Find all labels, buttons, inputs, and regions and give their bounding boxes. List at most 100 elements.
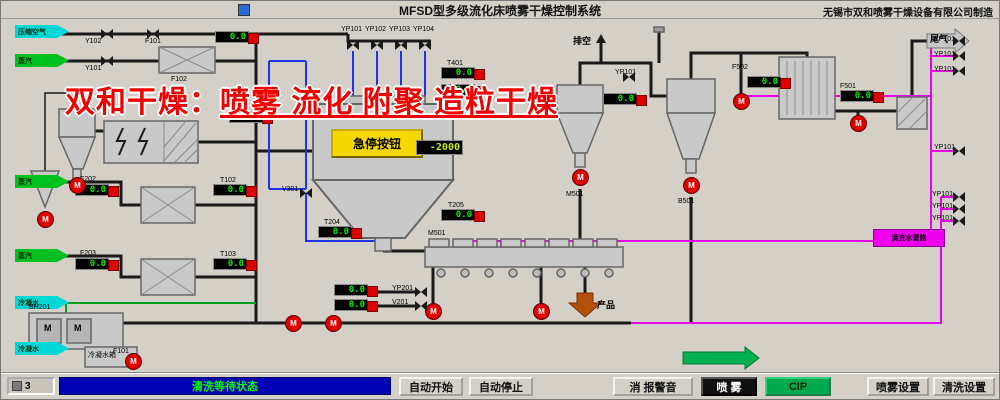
valve[interactable] xyxy=(623,72,635,82)
tag-label: YP101 xyxy=(932,215,954,222)
source-arrow: 蒸汽 xyxy=(15,249,69,262)
spray-settings-button[interactable]: 喷雾设置 xyxy=(867,377,929,396)
tag-label: F203 xyxy=(80,250,96,257)
pump-motor[interactable]: M xyxy=(533,303,550,320)
pump-motor[interactable]: M xyxy=(69,177,86,194)
alarm-badge xyxy=(367,286,378,297)
alarm-badge xyxy=(367,301,378,312)
alarm-badge xyxy=(636,95,647,106)
pump-motor[interactable]: M xyxy=(425,303,442,320)
alarm-badge xyxy=(108,186,119,197)
tag-label: YP102 xyxy=(365,26,387,33)
pump-motor[interactable]: M xyxy=(325,315,342,332)
pump-motor[interactable]: M xyxy=(850,115,867,132)
pump-motor[interactable]: M xyxy=(125,353,142,370)
page-indicator: 3 xyxy=(7,377,55,395)
page-title: MFSD型多级流化床喷雾干燥控制系统 xyxy=(399,4,601,18)
pump-motor[interactable]: M xyxy=(37,211,54,228)
valve[interactable] xyxy=(953,36,965,46)
value-display: 0.0 xyxy=(213,184,257,197)
cip-button[interactable]: CIP xyxy=(765,377,831,396)
valve[interactable] xyxy=(953,216,965,226)
valve[interactable] xyxy=(101,56,113,66)
value-display: 0.0 xyxy=(334,299,378,312)
tag-label: 产品 xyxy=(597,300,616,310)
tag-label: F501 xyxy=(840,83,856,90)
valve[interactable] xyxy=(415,287,427,297)
alarm-badge xyxy=(780,78,791,89)
valve[interactable] xyxy=(101,29,113,39)
toolbar: 3 清洗等待状态 自动开始 自动停止 消 报警音 喷 雾 CIP 喷雾设置 清洗… xyxy=(1,373,999,399)
tag-label: M501 xyxy=(566,191,584,198)
tag-label: YP201 xyxy=(392,285,414,292)
alarm-badge xyxy=(474,69,485,80)
tag-label: BH201 xyxy=(29,304,51,311)
tag-label: YP101 xyxy=(934,144,956,151)
valve[interactable] xyxy=(953,51,965,61)
auto-stop-button[interactable]: 自动停止 xyxy=(469,377,533,396)
valve[interactable] xyxy=(347,40,359,50)
alarm-badge xyxy=(246,260,257,271)
valve[interactable] xyxy=(415,301,427,311)
tag-label: B501 xyxy=(678,198,695,205)
tag-label: M501 xyxy=(428,230,446,237)
value-display: 0.0 xyxy=(747,76,791,89)
value-display: 0.0 xyxy=(215,31,259,44)
value-display: 0.0 xyxy=(213,258,257,271)
cip-water-box: 清洗水管路 xyxy=(873,229,945,247)
auto-start-button[interactable]: 自动开始 xyxy=(399,377,463,396)
value-display: 0.0 xyxy=(229,111,273,124)
alarm-badge xyxy=(248,33,259,44)
alarm-badge xyxy=(108,260,119,271)
value-display: 0.0 xyxy=(441,67,485,80)
pump-motor[interactable]: M xyxy=(285,315,302,332)
valve[interactable] xyxy=(371,40,383,50)
tag-label: YP101 xyxy=(341,26,363,33)
clean-settings-button[interactable]: 清洗设置 xyxy=(933,377,995,396)
valve[interactable] xyxy=(953,192,965,202)
manufacturer-label: 无锡市双和喷雾干燥设备有限公司制造 xyxy=(823,8,993,19)
tag-label: V201 xyxy=(392,299,409,306)
value-display: 0.0 xyxy=(603,93,647,106)
valve[interactable] xyxy=(147,29,159,39)
valve[interactable] xyxy=(953,146,965,156)
tag-label: Y101 xyxy=(85,65,102,72)
tag-label: F102 xyxy=(171,76,187,83)
tag-label: YP101 xyxy=(934,36,956,43)
tag-label: YP101 xyxy=(934,66,956,73)
tag-label: T401 xyxy=(447,60,463,67)
value-display: 0.0 xyxy=(840,90,884,103)
value-display: 0.0 xyxy=(441,84,485,97)
app-icon xyxy=(238,4,250,16)
tag-label: F502 xyxy=(732,64,748,71)
alarm-badge xyxy=(351,228,362,239)
valve[interactable] xyxy=(419,40,431,50)
tag-label: YP104 xyxy=(413,26,435,33)
spray-button[interactable]: 喷 雾 xyxy=(701,377,757,396)
valve[interactable] xyxy=(300,188,312,198)
emergency-stop-button[interactable]: 急停按钮 xyxy=(331,129,423,158)
valve[interactable] xyxy=(953,66,965,76)
tag-label: 排空 xyxy=(573,36,592,46)
tag-label: 冷凝水箱 xyxy=(88,352,116,359)
tag-label: YP101 xyxy=(932,203,954,210)
mute-alarm-button[interactable]: 消 报警音 xyxy=(613,377,693,396)
pump-motor[interactable]: M xyxy=(572,169,589,186)
source-arrow: 压缩空气 xyxy=(15,25,69,38)
tag-label: YP101 xyxy=(934,51,956,58)
pump-motor[interactable]: M xyxy=(683,177,700,194)
pump-motor[interactable]: M xyxy=(733,93,750,110)
valve[interactable] xyxy=(395,40,407,50)
value-display: 0.0 xyxy=(334,284,378,297)
title-bar: MFSD型多级流化床喷雾干燥控制系统 无锡市双和喷雾干燥设备有限公司制造 xyxy=(1,1,999,19)
alarm-badge xyxy=(474,211,485,222)
chamber-pressure-display: -2000 xyxy=(416,140,463,155)
alarm-badge xyxy=(246,186,257,197)
valve[interactable] xyxy=(953,204,965,214)
source-arrow: 蒸汽 xyxy=(15,175,69,188)
page-number: 3 xyxy=(25,380,31,392)
status-bar: 清洗等待状态 xyxy=(59,377,391,395)
tag-label: T204 xyxy=(324,219,340,226)
source-arrow: 冷凝水 xyxy=(15,342,69,355)
